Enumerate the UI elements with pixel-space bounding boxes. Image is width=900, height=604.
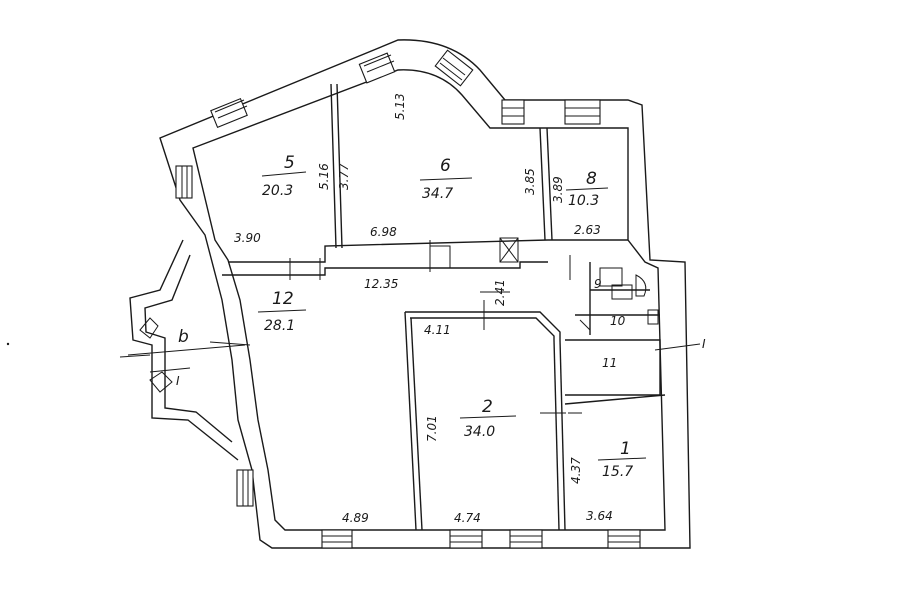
window-bottom-4 <box>607 529 641 549</box>
section-line: I I <box>119 337 706 388</box>
window-bottom-3 <box>509 529 543 549</box>
dim-474: 4.74 <box>454 511 481 525</box>
balcony <box>127 239 246 461</box>
dim-1235: 12.35 <box>364 277 398 291</box>
room-8-number: 8 <box>586 169 597 189</box>
dim-513: 5.13 <box>393 93 407 120</box>
dim-698: 6.98 <box>370 225 397 239</box>
room-11-number: 11 <box>602 356 617 370</box>
dimension-ticks <box>209 240 582 414</box>
stray-dot <box>6 342 10 346</box>
dim-437: 4.37 <box>569 457 583 484</box>
room-6-number: 6 <box>440 156 451 176</box>
room-8-area: 10.3 <box>568 193 599 209</box>
window-left-2 <box>236 469 254 507</box>
window-bay <box>434 49 474 87</box>
room-12-area: 28.1 <box>264 318 295 334</box>
dim-411: 4.11 <box>424 323 451 337</box>
dim-377: 3.77 <box>337 163 351 190</box>
window-top-4 <box>564 99 601 125</box>
window-top-1 <box>210 97 248 129</box>
room-labels: 5 20.3 6 34.7 8 10.3 12 28.1 2 34.0 1 15… <box>178 153 647 480</box>
room-b-number: b <box>178 327 189 347</box>
window-top-2 <box>358 52 396 84</box>
room-12-number: 12 <box>272 289 294 309</box>
dim-516: 5.16 <box>317 163 331 190</box>
room-9-number: 9 <box>594 277 602 291</box>
window-left-1 <box>175 165 193 199</box>
dim-241: 2.41 <box>493 279 507 306</box>
room-5-area: 20.3 <box>262 183 293 199</box>
dimension-labels: 5.13 5.16 3.77 3.85 3.89 3.90 6.98 2.63 … <box>234 93 613 525</box>
dim-263: 2.63 <box>574 223 601 237</box>
dim-390: 3.90 <box>234 231 261 245</box>
interior-walls <box>222 83 666 531</box>
section-mark-right: I <box>702 337 706 351</box>
section-mark-left: I <box>176 374 180 388</box>
window-bottom-1 <box>321 529 353 549</box>
window-bottom-2 <box>449 529 483 549</box>
dim-364: 3.64 <box>586 509 613 523</box>
room-1-number: 1 <box>620 439 631 459</box>
room-5-number: 5 <box>284 153 295 173</box>
dim-389: 3.89 <box>551 176 565 203</box>
room-2-area: 34.0 <box>464 424 495 440</box>
window-top-3 <box>501 99 525 125</box>
room-6-area: 34.7 <box>422 186 453 202</box>
dim-701: 7.01 <box>425 415 439 442</box>
dim-489: 4.89 <box>342 511 369 525</box>
room-10-number: 10 <box>610 314 626 328</box>
dim-385: 3.85 <box>523 168 537 195</box>
room-2-number: 2 <box>482 397 493 417</box>
windows <box>175 49 641 549</box>
room-1-area: 15.7 <box>602 464 633 480</box>
